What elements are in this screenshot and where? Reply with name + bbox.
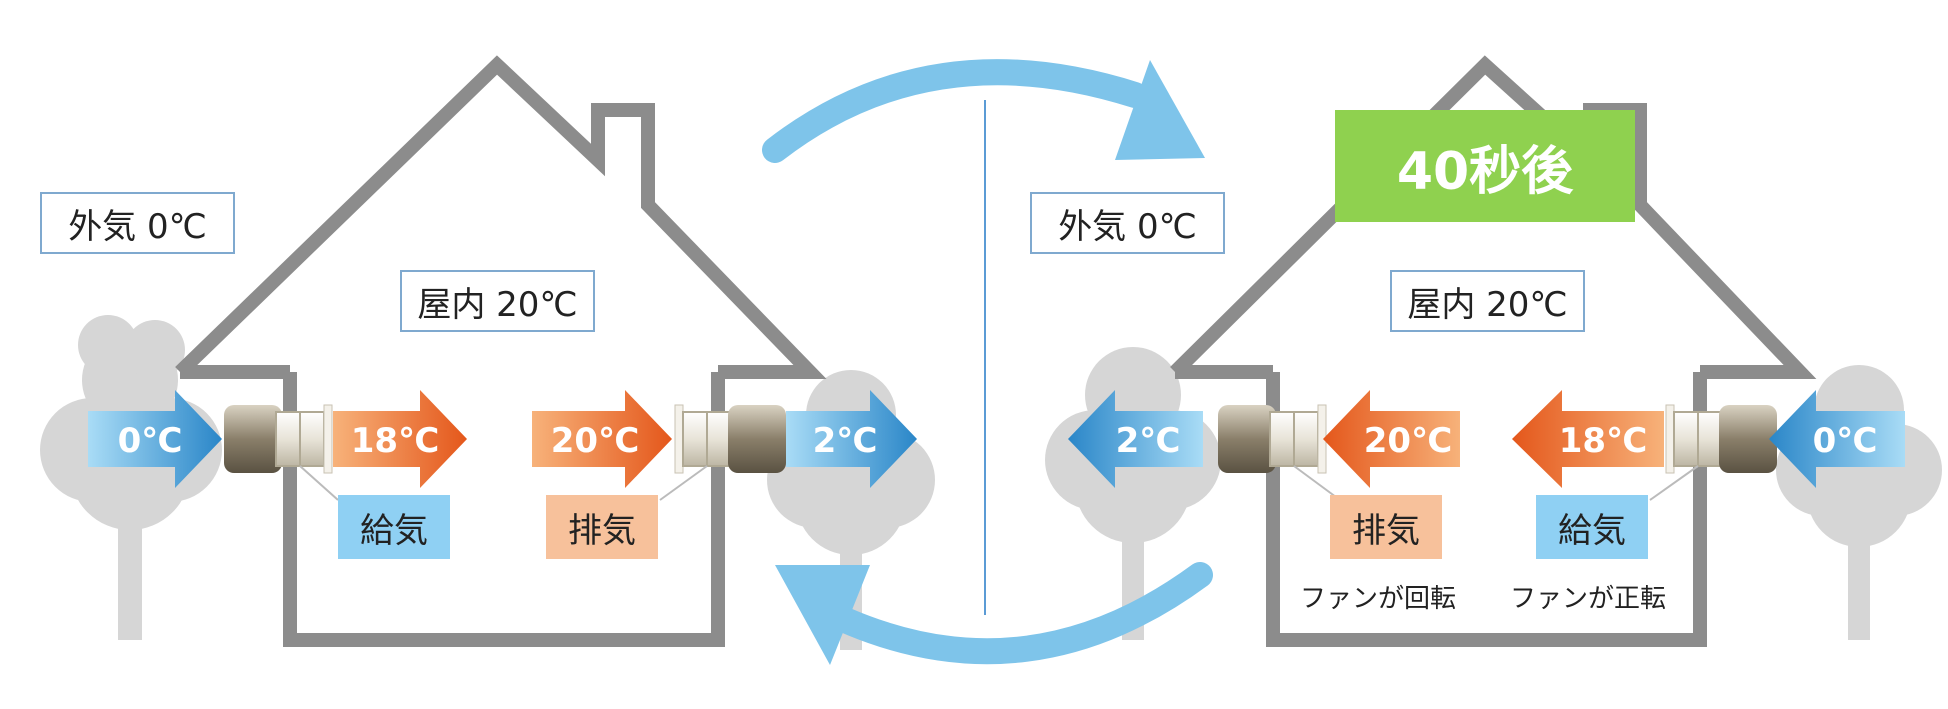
arrow-warm-in: 20℃ xyxy=(532,390,672,488)
outside-temp-label: 外気 0℃ xyxy=(1030,192,1225,254)
svg-text:2℃: 2℃ xyxy=(813,421,878,461)
elapsed-time-badge: 40秒後 xyxy=(1335,110,1635,222)
indoor-temp-label: 屋内 20℃ xyxy=(400,270,595,332)
fan-status-caption: ファンが回転 xyxy=(1300,584,1457,614)
tree-icon xyxy=(1045,347,1221,640)
ventilation-unit xyxy=(1649,404,1777,501)
exhaust-tag: 排気 xyxy=(1330,495,1442,559)
svg-text:18℃: 18℃ xyxy=(1559,421,1648,461)
cycle-arrow-top xyxy=(762,59,1205,163)
arrow-warm-out: 18℃ xyxy=(333,390,467,488)
outside-temp-label: 外気 0℃ xyxy=(40,192,235,254)
svg-text:20℃: 20℃ xyxy=(551,421,640,461)
indoor-temp-label: 屋内 20℃ xyxy=(1390,270,1585,332)
arrow-cold-out: 2℃ xyxy=(1068,390,1203,488)
svg-text:0℃: 0℃ xyxy=(118,421,183,461)
svg-text:18℃: 18℃ xyxy=(351,421,440,461)
house-outline xyxy=(175,55,827,647)
arrow-cold-in: 0℃ xyxy=(88,390,222,488)
svg-text:20℃: 20℃ xyxy=(1364,421,1453,461)
ventilation-unit xyxy=(224,404,339,501)
ventilation-unit xyxy=(659,404,786,501)
exhaust-tag: 排気 xyxy=(546,495,658,559)
cycle-arrow-bottom xyxy=(775,562,1213,665)
supply-tag: 給気 xyxy=(338,495,450,559)
svg-text:2℃: 2℃ xyxy=(1116,421,1181,461)
ventilation-unit xyxy=(1218,404,1341,501)
supply-tag: 給気 xyxy=(1536,495,1648,559)
arrow-warm-out: 18℃ xyxy=(1512,390,1664,488)
arrow-cold-out: 2℃ xyxy=(786,390,917,488)
arrow-warm-in: 20℃ xyxy=(1323,390,1460,488)
arrow-cold-in: 0℃ xyxy=(1769,390,1905,488)
svg-text:0℃: 0℃ xyxy=(1813,421,1878,461)
fan-status-caption: ファンが正転 xyxy=(1510,584,1667,614)
